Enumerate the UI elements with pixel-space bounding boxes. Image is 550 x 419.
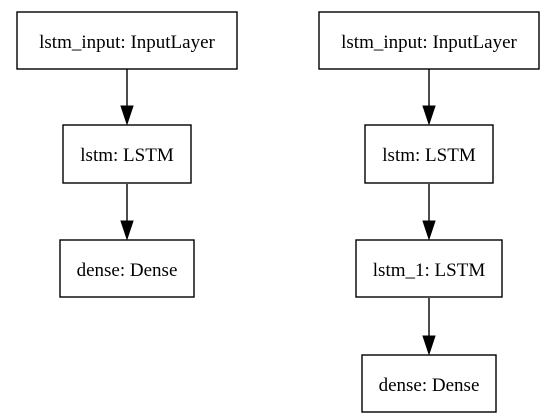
- edge-lstm_input-to-lstm: [422, 69, 436, 126]
- node-label: lstm_input: InputLayer: [39, 32, 215, 53]
- node-dense: dense: Dense: [59, 239, 195, 298]
- edge-lstm_input-to-lstm: [120, 69, 134, 126]
- node-label: lstm_1: LSTM: [373, 260, 486, 281]
- right-model-graph: lstm_input: InputLayer lstm: LSTM lstm_1…: [318, 11, 540, 413]
- node-label: dense: Dense: [77, 260, 178, 281]
- node-lstm_1: lstm_1: LSTM: [355, 239, 503, 298]
- node-label: lstm: LSTM: [80, 145, 174, 166]
- node-label: dense: Dense: [379, 375, 480, 396]
- node-lstm_input: lstm_input: InputLayer: [318, 11, 540, 70]
- node-lstm: lstm: LSTM: [364, 124, 494, 184]
- node-dense: dense: Dense: [361, 354, 497, 413]
- edge-lstm-to-dense: [120, 184, 134, 241]
- node-lstm_input: lstm_input: InputLayer: [16, 11, 238, 70]
- edge-lstm-to-lstm_1: [422, 184, 436, 241]
- edge-lstm_1-to-dense: [422, 298, 436, 356]
- left-model-graph: lstm_input: InputLayer lstm: LSTM dense:…: [16, 11, 238, 298]
- node-label: lstm_input: InputLayer: [341, 32, 517, 53]
- node-label: lstm: LSTM: [382, 145, 476, 166]
- node-lstm: lstm: LSTM: [62, 124, 192, 184]
